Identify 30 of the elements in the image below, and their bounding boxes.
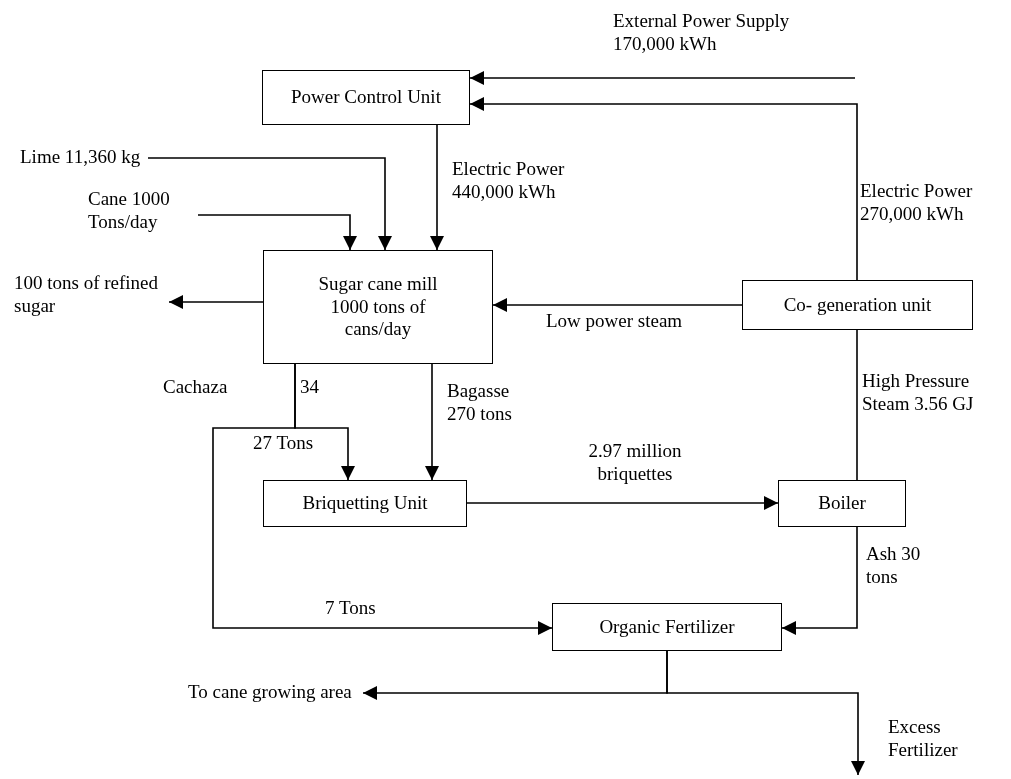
arrow — [469, 97, 858, 281]
arrow — [147, 157, 392, 251]
process-box — [263, 480, 467, 527]
arrow — [430, 124, 444, 251]
process-box — [262, 70, 470, 125]
arrow — [425, 363, 439, 481]
arrow — [168, 295, 264, 309]
arrow — [466, 496, 779, 510]
flow-label: Lime 11,360 kg — [20, 146, 142, 169]
arrow — [781, 526, 858, 635]
flow-label: 34 — [300, 376, 319, 399]
box-label: Boiler — [818, 492, 866, 515]
flow-label: 100 tons of refined sugar — [14, 272, 160, 318]
box-label: Organic Fertilizer — [599, 615, 735, 639]
box-label: Briquetting Unit — [302, 492, 428, 515]
process-box — [778, 480, 906, 527]
process-box — [263, 250, 493, 364]
flow-label: Cane 1000 Tons/day — [88, 188, 171, 234]
flow-label: Cachaza — [163, 376, 228, 399]
arrow — [666, 650, 865, 776]
arrow — [469, 71, 856, 85]
flow-label: To cane growing area — [188, 681, 353, 704]
box-label: Sugar cane mill 1000 tons of cans/day — [317, 272, 439, 342]
box-label: Power Control Unit — [291, 86, 441, 109]
arrow — [492, 298, 743, 312]
box-label: Co- generation unit — [783, 293, 932, 317]
arrow — [197, 214, 357, 251]
process-box — [742, 280, 973, 330]
process-box — [552, 603, 782, 651]
arrow — [212, 363, 553, 635]
